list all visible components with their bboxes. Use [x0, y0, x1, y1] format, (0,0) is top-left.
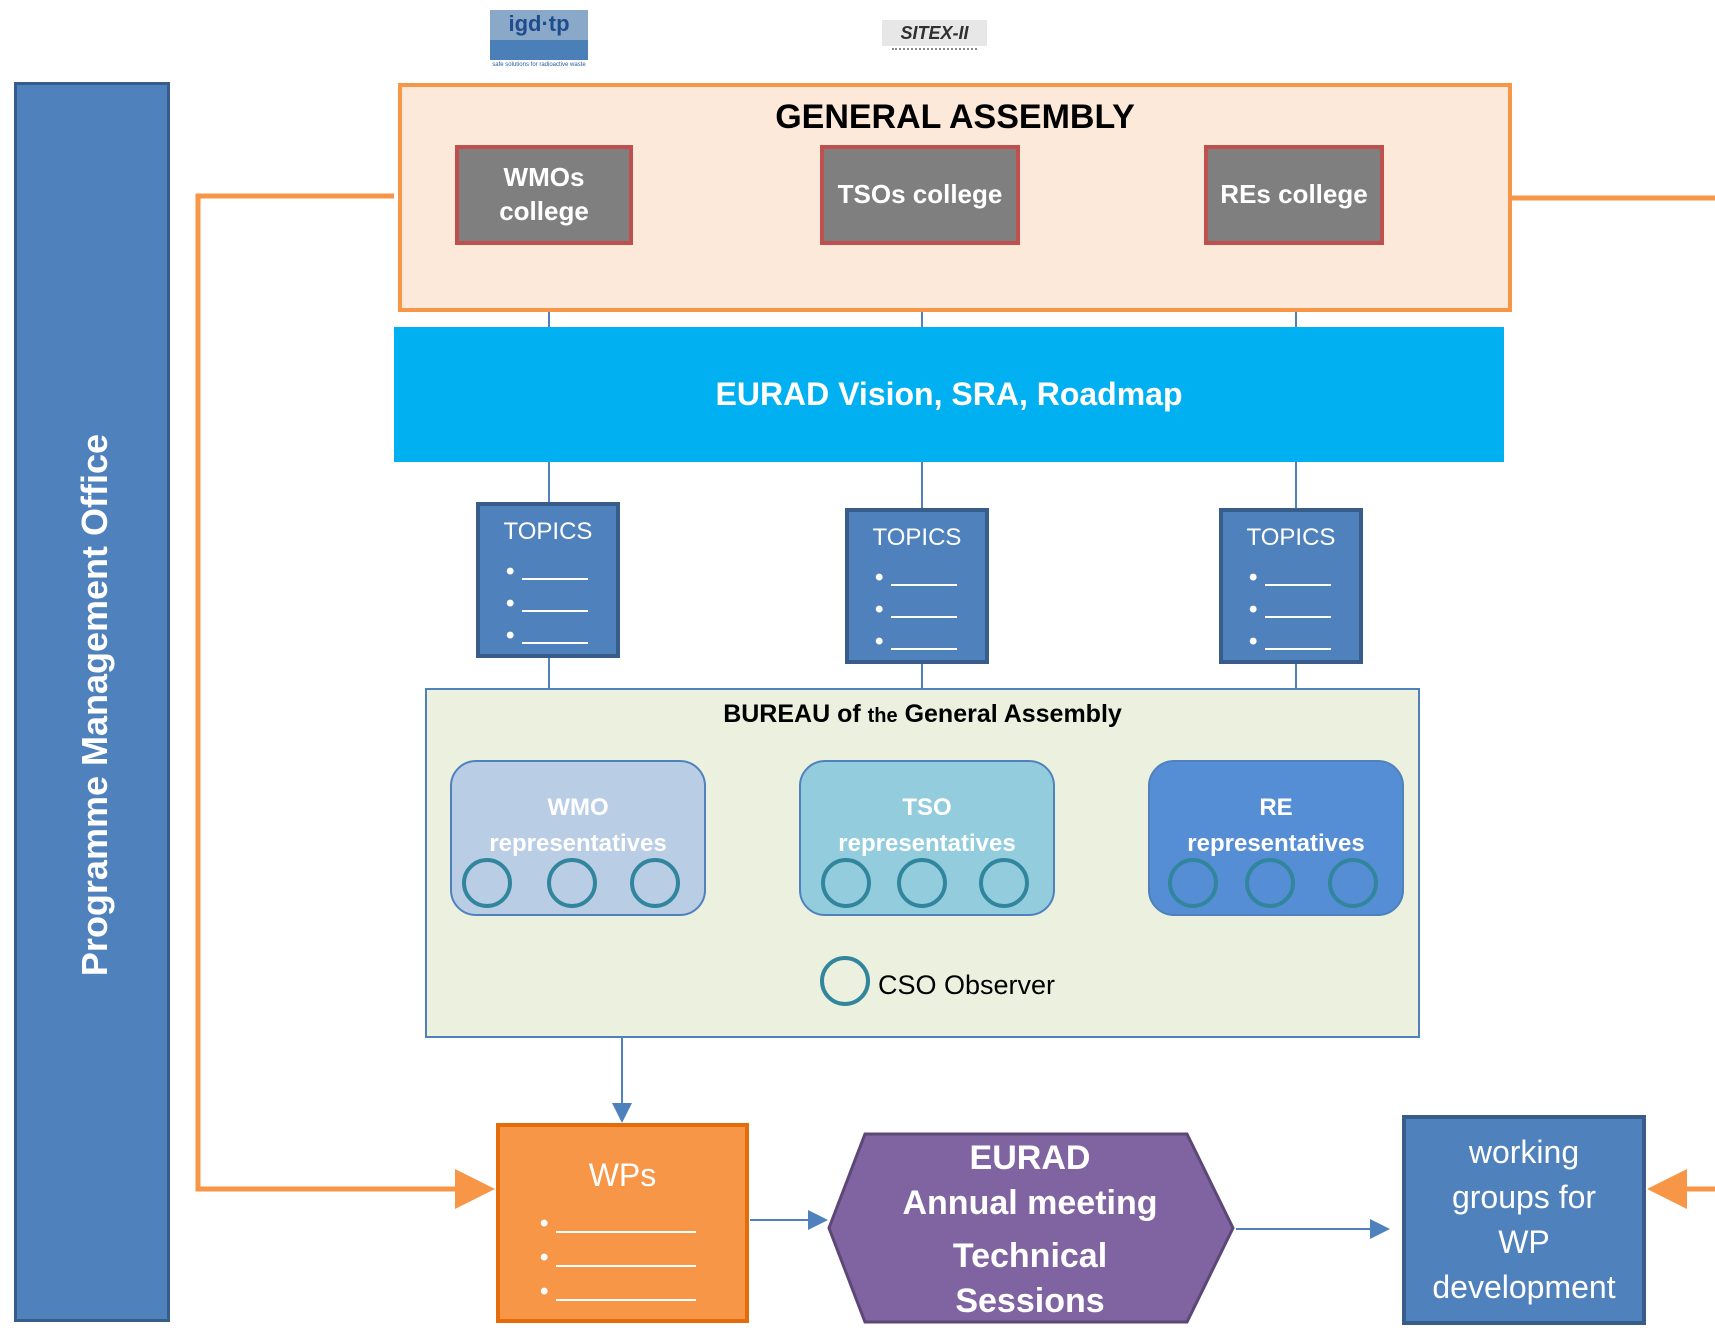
- wps-list: • • •: [540, 1207, 697, 1309]
- eurad-meeting-label: EURAD Annual meeting Technical Sessions: [860, 1136, 1200, 1324]
- topics-list-item: •: [1249, 562, 1332, 594]
- topics-list-item: •: [1249, 626, 1332, 658]
- representative-circle: [462, 858, 512, 908]
- sitex-logo: SITEX-II: [882, 20, 987, 60]
- representative-circle: [1245, 858, 1295, 908]
- programme-management-office-box: Programme Management Office: [14, 82, 170, 1322]
- eurad-meeting-hexagon: [827, 1132, 1235, 1324]
- topics-list-item: •: [506, 620, 589, 652]
- working-groups-box: working groups for WP development: [1402, 1115, 1646, 1325]
- general-assembly-title: GENERAL ASSEMBLY: [775, 98, 1135, 136]
- representative-circle: [630, 858, 680, 908]
- wps-list-item: •: [540, 1241, 697, 1275]
- re-representatives-label: RE representatives: [1187, 794, 1365, 857]
- wmo-representatives-label: WMO representatives: [489, 794, 667, 857]
- re-representatives-box: RE representatives: [1148, 760, 1404, 916]
- igdtp-logo-band: [490, 40, 588, 60]
- topics-list-item: •: [875, 594, 958, 626]
- topics-box-right: TOPICS • • •: [1219, 508, 1363, 664]
- working-groups-label: working groups for WP development: [1432, 1134, 1616, 1305]
- topics-box-left: TOPICS • • •: [476, 502, 620, 658]
- topics-list: • • •: [506, 556, 589, 652]
- cso-observer-label: CSO Observer: [878, 970, 1056, 1000]
- wps-list-item: •: [540, 1207, 697, 1241]
- wps-title: WPs: [588, 1157, 657, 1193]
- topics-list-item: •: [875, 562, 958, 594]
- topics-title: TOPICS: [872, 524, 962, 551]
- tso-representatives-box: TSO representatives: [799, 760, 1055, 916]
- igdtp-logo-text: igd·tp: [490, 10, 588, 40]
- igdtp-logo-tagline: safe solutions for radioactive waste: [492, 62, 586, 68]
- sitex-logo-dots: [892, 48, 977, 60]
- eurad-meeting-line4: Sessions: [955, 1282, 1105, 1320]
- representative-circle: [547, 858, 597, 908]
- topics-list-item: •: [1249, 594, 1332, 626]
- representative-circle: [979, 858, 1029, 908]
- bureau-title: BUREAU of the General Assembly: [723, 700, 1122, 728]
- representative-circle: [821, 858, 871, 908]
- wmos-college-label: WMOs college: [499, 162, 589, 226]
- igdtp-logo: igd·tp safe solutions for radioactive wa…: [490, 10, 588, 68]
- topics-list-item: •: [875, 626, 958, 658]
- orange-left-loop: [195, 193, 495, 1209]
- topics-box-middle: TOPICS • • •: [845, 508, 989, 664]
- topics-title: TOPICS: [1246, 524, 1336, 551]
- representative-circle: [897, 858, 947, 908]
- tso-representatives-label: TSO representatives: [838, 794, 1016, 857]
- wmo-representatives-box: WMO representatives: [450, 760, 706, 916]
- res-college-box: REs college: [1204, 145, 1384, 245]
- sitex-logo-text: SITEX-II: [882, 20, 987, 46]
- pmo-label: Programme Management Office: [74, 433, 115, 977]
- cso-observer-circle: [820, 956, 870, 1006]
- eurad-meeting-line2: Annual meeting: [902, 1184, 1158, 1222]
- representative-circle: [1328, 858, 1378, 908]
- eurad-vision-label: EURAD Vision, SRA, Roadmap: [715, 376, 1183, 412]
- topics-list: • • •: [875, 562, 958, 658]
- wps-box: WPs • • •: [496, 1123, 749, 1323]
- topics-list-item: •: [506, 556, 589, 588]
- wmos-college-box: WMOs college: [455, 145, 633, 245]
- wps-list-item: •: [540, 1275, 697, 1309]
- res-college-label: REs college: [1220, 179, 1368, 210]
- eurad-meeting-line1: EURAD: [969, 1139, 1091, 1177]
- topics-list-item: •: [506, 588, 589, 620]
- topics-list: • • •: [1249, 562, 1332, 658]
- eurad-meeting-line3: Technical: [952, 1237, 1108, 1275]
- tsos-college-label: TSOs college: [837, 179, 1003, 210]
- eurad-vision-band: EURAD Vision, SRA, Roadmap: [394, 327, 1504, 462]
- representative-circle: [1168, 858, 1218, 908]
- topics-title: TOPICS: [503, 518, 593, 545]
- tsos-college-box: TSOs college: [820, 145, 1020, 245]
